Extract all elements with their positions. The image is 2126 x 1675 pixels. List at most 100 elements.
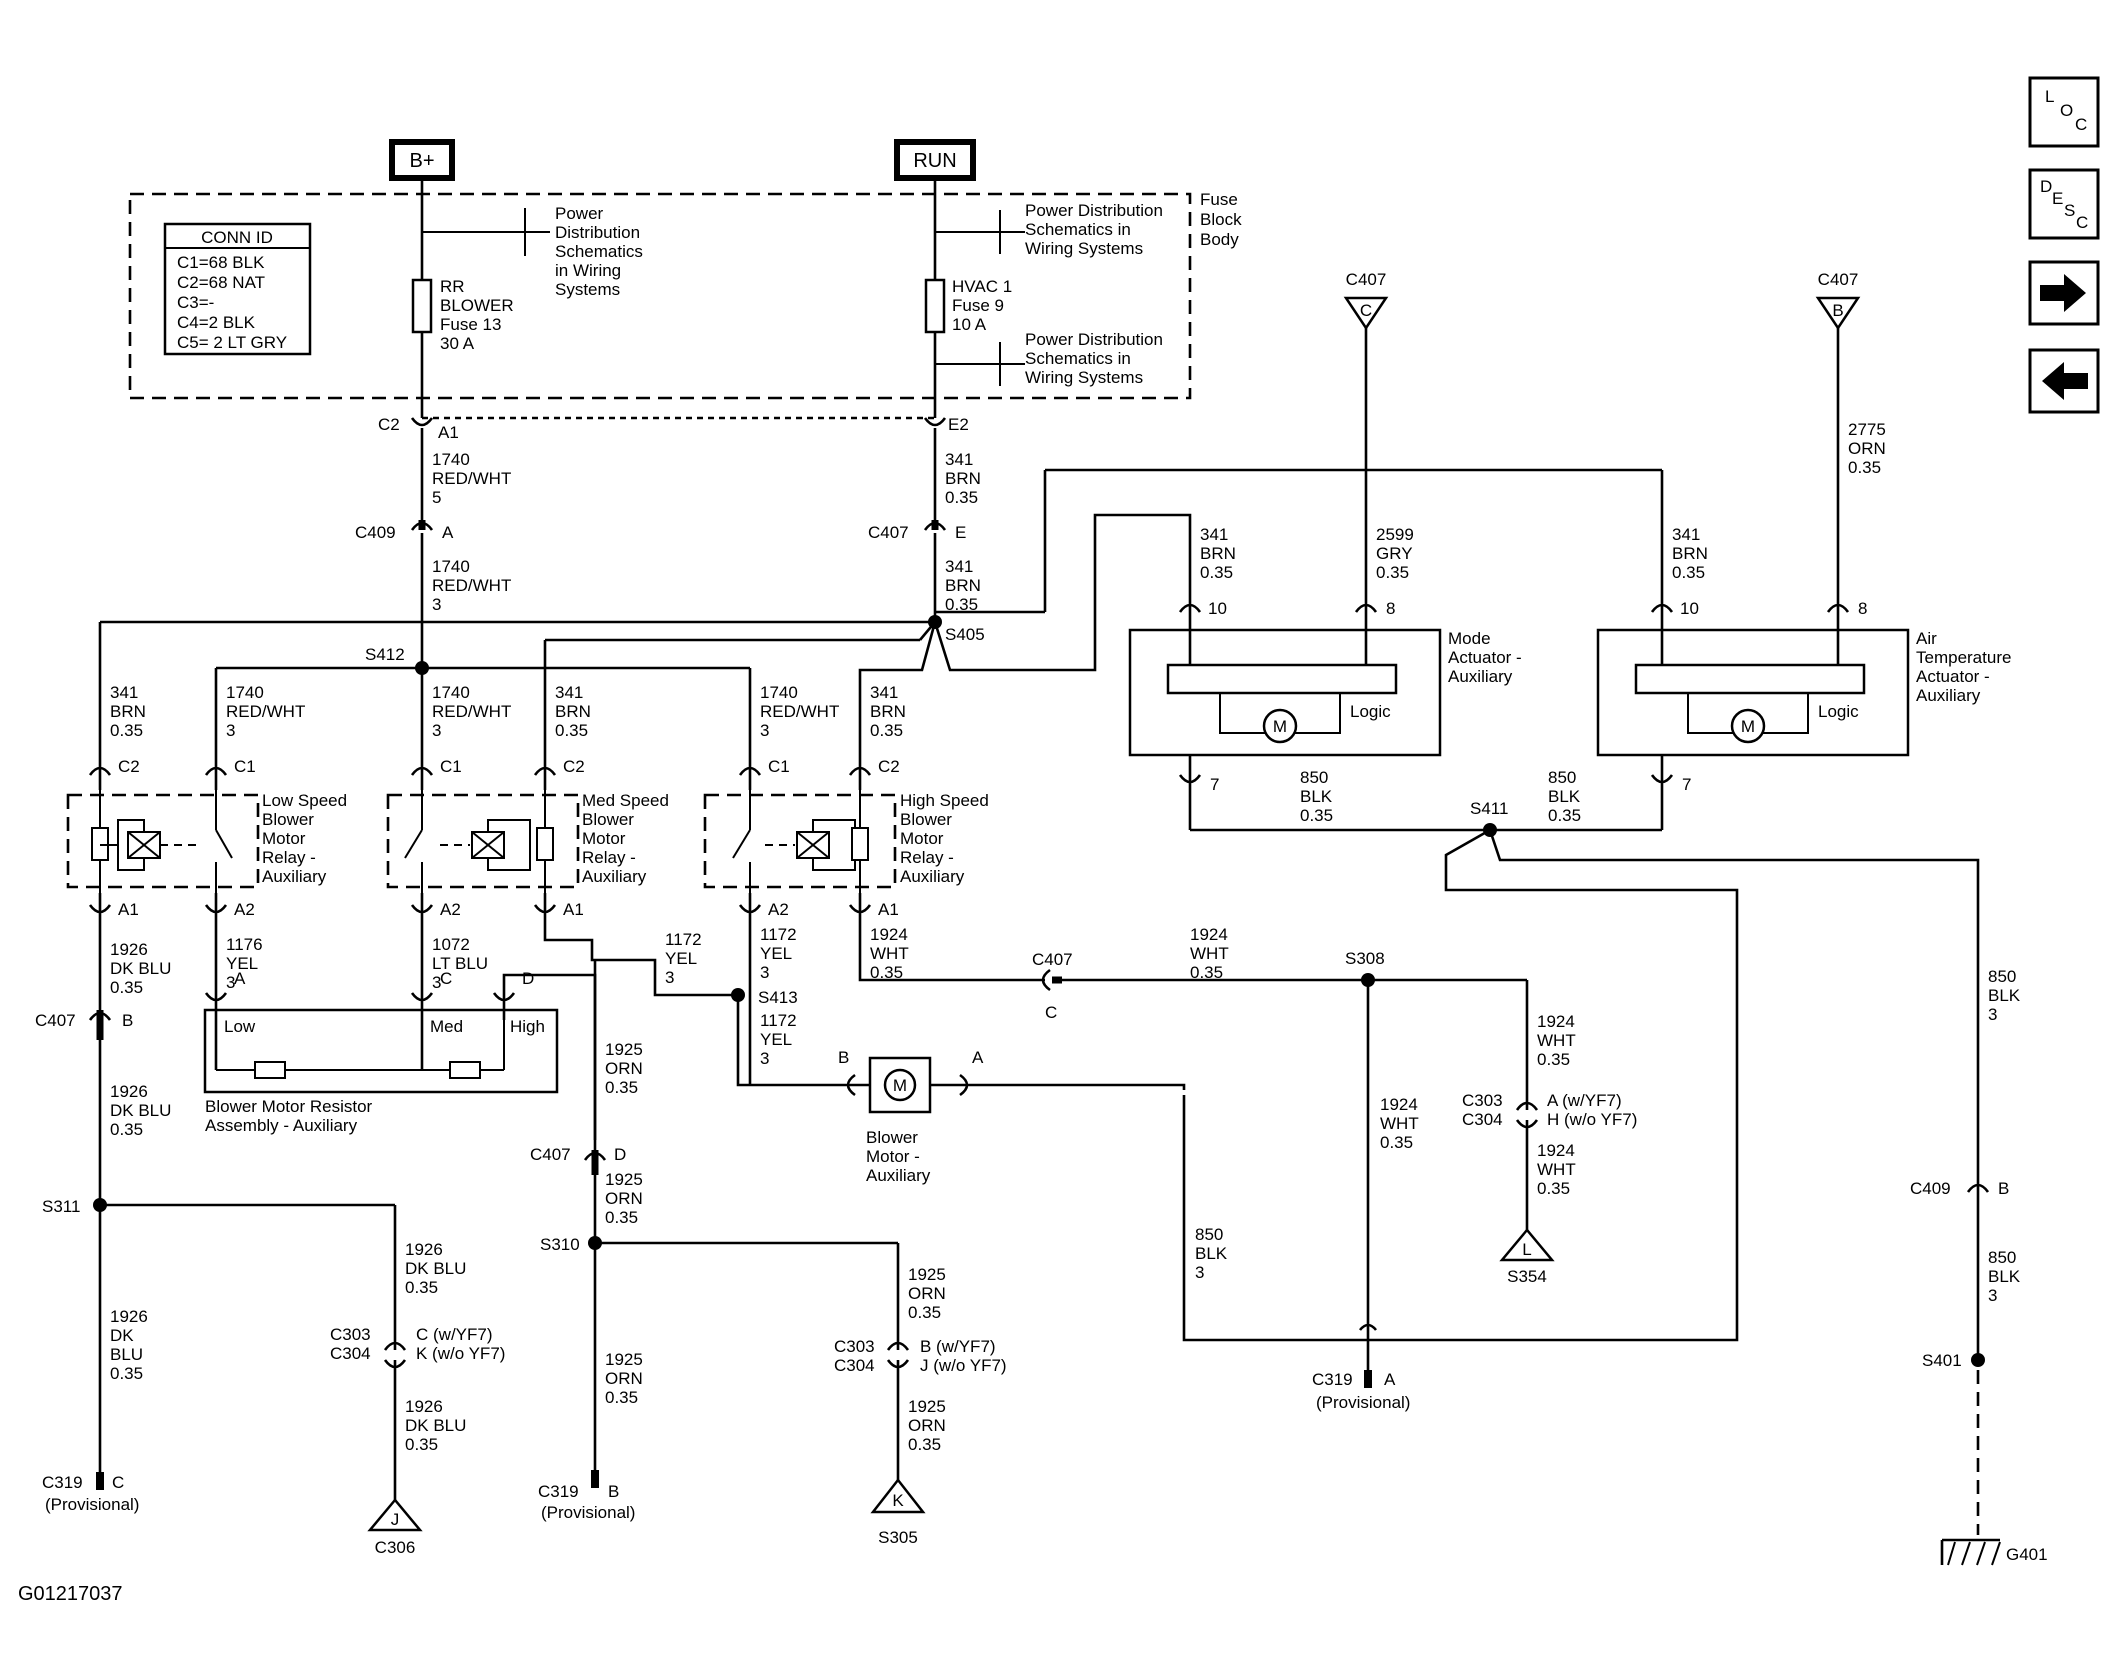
blower-resistor-assembly: [203, 985, 559, 1094]
wire-label: 850: [1300, 768, 1328, 787]
wire-label: GRY: [1376, 544, 1413, 563]
pin: 7: [1682, 775, 1691, 794]
wire-label: 1072: [432, 935, 470, 954]
wire-label: 0.35: [945, 595, 978, 614]
pin: 8: [1858, 599, 1867, 618]
wire-label: 0.35: [1537, 1050, 1570, 1069]
rr-blower-fuse: [411, 278, 433, 334]
pin: B: [608, 1482, 619, 1501]
high-speed-relay: [703, 790, 897, 893]
wire-label: 3: [432, 721, 441, 740]
pin: 10: [1208, 599, 1227, 618]
wire-label: 1176: [226, 935, 263, 954]
wire-label: 1172: [665, 930, 702, 949]
wire-label: 1926: [110, 1082, 148, 1101]
desc-button[interactable]: D E S C: [2028, 168, 2100, 240]
desc-letter: S: [2064, 201, 2075, 220]
conn: C319: [42, 1473, 83, 1492]
res-high-label: High: [510, 1017, 545, 1036]
wire-label: BRN: [1200, 544, 1236, 563]
wire-label: 0.35: [1200, 563, 1233, 582]
wire-label: 0.35: [945, 488, 978, 507]
arrow-left-icon: [2042, 362, 2088, 400]
offpage-l: L S354: [1499, 1228, 1555, 1286]
next-button[interactable]: [2028, 260, 2100, 326]
component-label: Relay -: [262, 848, 316, 867]
pin: C2: [118, 757, 140, 776]
pin: A2: [234, 900, 255, 919]
connector-c303-c304-c: [383, 1341, 407, 1351]
pin: C2: [563, 757, 585, 776]
conn-note: (Provisional): [1316, 1393, 1410, 1412]
pin: A: [234, 969, 246, 988]
conn-id-table: CONN ID C1=68 BLK C2=68 NAT C3=- C4=2 BL…: [163, 222, 312, 356]
ground-label: G401: [2006, 1545, 2048, 1564]
component-label: Auxiliary: [1448, 667, 1513, 686]
wire-label: 0.35: [555, 721, 588, 740]
splice-s401: [1971, 1353, 1985, 1367]
wire-label: BLK: [1300, 787, 1333, 806]
pin: H (w/o YF7): [1547, 1110, 1637, 1129]
fuse13-label: RR: [440, 277, 465, 296]
wire-label: 3: [1988, 1005, 1997, 1024]
component-label: Motor -: [866, 1147, 920, 1166]
wire-label: 0.35: [605, 1078, 638, 1097]
wire-label: 0.35: [908, 1303, 941, 1322]
splice-label: S411: [1470, 799, 1508, 818]
ground-g401: [1940, 1538, 2001, 1566]
pds-ref-a: Schematics: [555, 242, 643, 261]
wire-label: DK BLU: [110, 959, 171, 978]
wire-label: 1925: [605, 1350, 643, 1369]
wire-label: 3: [665, 968, 674, 987]
wire-label: YEL: [665, 949, 697, 968]
pds-ref-a: in Wiring: [555, 261, 621, 280]
conn-id-line: C2=68 NAT: [177, 273, 265, 292]
motor-symbol: M: [893, 1076, 907, 1095]
wire-label: ORN: [605, 1189, 643, 1208]
wire-label: 341: [1672, 525, 1700, 544]
loc-button[interactable]: L O C: [2028, 76, 2100, 148]
offpage-letter: B: [1832, 301, 1843, 320]
conn: C304: [330, 1344, 371, 1363]
pin: C1: [440, 757, 462, 776]
conn-id-line: C1=68 BLK: [177, 253, 265, 272]
wire-label: RED/WHT: [432, 469, 511, 488]
wire-label: 0.35: [110, 1364, 143, 1383]
wire-label: 0.35: [605, 1208, 638, 1227]
pin: A2: [440, 900, 461, 919]
wire-label: YEL: [760, 1030, 792, 1049]
pin: J (w/o YF7): [920, 1356, 1007, 1375]
pds-ref-c: Power Distribution: [1025, 330, 1163, 349]
pin: C1: [768, 757, 790, 776]
wire-label: 1924: [1537, 1012, 1575, 1031]
wire-label: 3: [760, 1049, 769, 1068]
wire-label: DK BLU: [405, 1259, 466, 1278]
component-label: Blower: [582, 810, 634, 829]
component-label: Low Speed: [262, 791, 347, 810]
wire-label: 0.35: [405, 1278, 438, 1297]
low-speed-relay: [66, 790, 260, 893]
bplus-supply: B+: [389, 139, 455, 181]
wire-label: 0.35: [110, 978, 143, 997]
prev-button[interactable]: [2028, 348, 2100, 414]
pin: A1: [878, 900, 899, 919]
offpage-letter: C: [1360, 301, 1372, 320]
component-label: Auxiliary: [900, 867, 965, 886]
pds-ref-b: Schematics in: [1025, 220, 1131, 239]
conn: C319: [538, 1482, 579, 1501]
conn: C407: [530, 1145, 571, 1164]
wire-label: 341: [945, 450, 973, 469]
component-label: Auxiliary: [1916, 686, 1981, 705]
wire-label: 341: [870, 683, 898, 702]
wire-label: DK BLU: [110, 1101, 171, 1120]
fuse13-label: BLOWER: [440, 296, 514, 315]
wire-label: BRN: [870, 702, 906, 721]
wire-label: WHT: [1190, 944, 1229, 963]
offpage-conn: C407: [1818, 270, 1859, 289]
pin: 8: [1386, 599, 1395, 618]
wire-label: WHT: [1380, 1114, 1419, 1133]
loc-letter: C: [2075, 115, 2087, 134]
splice-label: S413: [758, 988, 798, 1007]
motor-symbol: M: [1741, 717, 1755, 736]
wire-label: 850: [1195, 1225, 1223, 1244]
